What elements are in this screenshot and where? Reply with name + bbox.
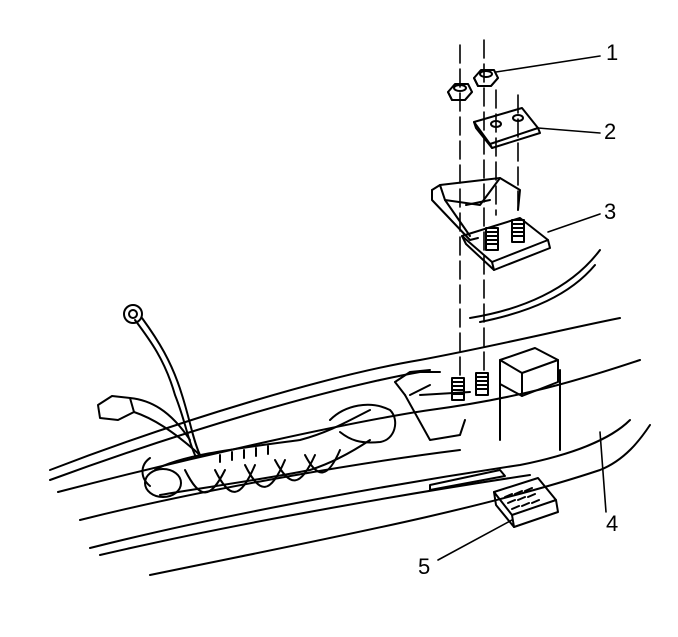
bracket-item-3 bbox=[431, 177, 551, 271]
leader-line-4 bbox=[599, 431, 607, 513]
floor-studs bbox=[451, 372, 489, 401]
callout-4: 4 bbox=[606, 511, 619, 536]
floor-sensor-box bbox=[499, 347, 559, 397]
callout-2: 2 bbox=[604, 119, 617, 144]
leader-line-1 bbox=[495, 55, 601, 73]
callout-3: 3 bbox=[604, 199, 617, 224]
callout-5: 5 bbox=[418, 554, 431, 579]
leader-line-3 bbox=[547, 213, 601, 233]
callout-1: 1 bbox=[606, 40, 619, 65]
floor-panel bbox=[49, 249, 651, 576]
nuts-item-1 bbox=[447, 69, 499, 101]
assembly-guide-lines bbox=[459, 39, 519, 381]
leader-line-2 bbox=[537, 127, 601, 134]
connector-item-5 bbox=[493, 477, 559, 528]
leader-lines bbox=[437, 55, 607, 561]
wiring-harness bbox=[97, 304, 397, 498]
leader-line-5 bbox=[437, 519, 513, 561]
